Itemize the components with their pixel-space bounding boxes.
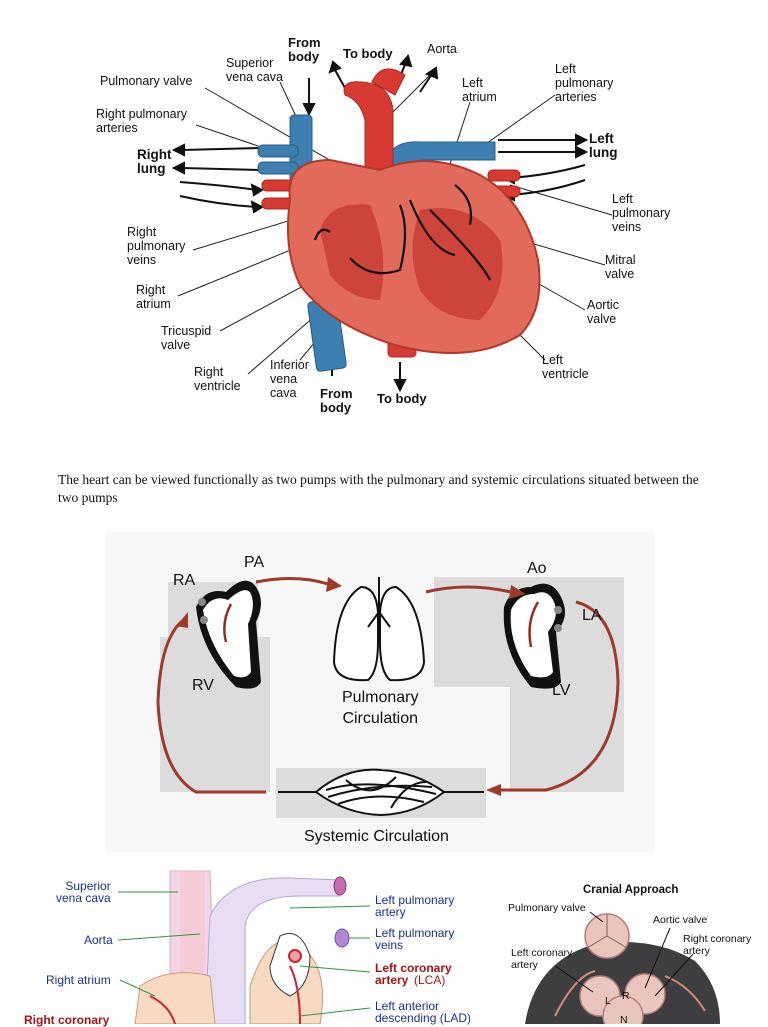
coronary-label-right-coronary: Right coronary xyxy=(24,1013,110,1027)
coronary-label-lad: Left anterior descending (LAD) xyxy=(375,999,472,1025)
circulation-arrows xyxy=(156,576,620,794)
label-to-body-bottom: To body xyxy=(377,391,427,406)
coronary-anatomy-figure: Superior vena cava Aorta Right atrium Ri… xyxy=(0,866,480,1027)
label-left-lung: Left lung xyxy=(589,131,618,160)
coronary-label-svc: Superior vena cava xyxy=(56,879,111,905)
label-aorta: Aorta xyxy=(427,42,457,56)
cranial-label-r: R xyxy=(622,990,630,1002)
cranial-label-pulmonary-valve: Pulmonary valve xyxy=(508,902,586,914)
label-left-atrium: Left atrium xyxy=(462,76,497,104)
cranial-label-right-coronary-artery: Right coronary artery xyxy=(683,933,752,957)
label-systemic-circulation: Systemic Circulation xyxy=(304,828,449,845)
coronary-illustration xyxy=(117,870,371,1024)
label-from-body-bottom: From body xyxy=(320,386,353,415)
lungs-icon xyxy=(332,577,426,682)
inner-flow-curves xyxy=(313,184,491,281)
label-mitral-valve: Mitral valve xyxy=(605,253,636,281)
cranial-label-left-coronary-artery: Left coronary artery xyxy=(511,947,573,971)
cranial-label-aortic-valve: Aortic valve xyxy=(653,914,708,926)
heart-anatomy-figure: Pulmonary valve Superior vena cava From … xyxy=(0,0,768,440)
label-to-body-top: To body xyxy=(343,46,393,61)
coronary-label-left-pulmonary-artery: Left pulmonary artery xyxy=(375,893,455,919)
two-pump-diagram: RA PA RV Ao LA LV Pulmonary Circulation … xyxy=(106,532,654,852)
coronary-leader-lines xyxy=(117,891,371,1017)
label-right-atrium: Right atrium xyxy=(136,283,171,311)
label-pa: PA xyxy=(244,554,265,571)
label-right-lung: Right lung xyxy=(137,147,172,176)
label-la: LA xyxy=(582,607,602,624)
cranial-leader-lines xyxy=(554,911,694,997)
label-from-body-top: From body xyxy=(288,35,321,64)
cranial-label-l: L xyxy=(605,995,611,1007)
label-tricuspid-valve: Tricuspid valve xyxy=(161,324,212,352)
cranial-label-n: N xyxy=(620,1014,628,1026)
right-heart-pump xyxy=(196,580,261,689)
coronary-label-left-pulmonary-veins: Left pulmonary veins xyxy=(375,926,455,952)
label-right-pulmonary-veins: Right pulmonary veins xyxy=(127,225,186,267)
label-ao: Ao xyxy=(527,560,547,577)
pump-diagram-graphic xyxy=(156,576,624,818)
label-left-ventricle: Left ventricle xyxy=(542,353,589,381)
label-aortic-valve: Aortic valve xyxy=(587,298,619,326)
label-right-pulmonary-arteries: Right pulmonary arteries xyxy=(96,107,188,135)
caption-text: The heart can be viewed functionally as … xyxy=(58,472,699,505)
coronary-label-aorta: Aorta xyxy=(84,933,113,947)
label-pulmonary-valve: Pulmonary valve xyxy=(100,74,193,88)
circulation-arrowheads xyxy=(176,577,526,796)
label-pulmonary-circulation: Pulmonary Circulation xyxy=(342,689,419,727)
coronary-label-lca-abbrev: (LCA) xyxy=(414,973,446,987)
label-right-ventricle: Right ventricle xyxy=(194,365,241,393)
coronary-label-left-coronary-artery: Left coronary artery xyxy=(375,961,452,987)
coronary-label-right-atrium: Right atrium xyxy=(46,973,111,987)
label-ra: RA xyxy=(173,572,196,589)
cranial-valve-illustration xyxy=(525,911,720,1024)
heart-illustration xyxy=(171,53,613,393)
label-left-pulmonary-arteries: Left pulmonary arteries xyxy=(555,62,614,104)
label-left-pulmonary-veins: Left pulmonary veins xyxy=(612,192,671,234)
label-superior-vena-cava: Superior vena cava xyxy=(226,56,283,84)
label-inferior-vena-cava: Inferior vena cava xyxy=(270,358,309,400)
label-rv: RV xyxy=(192,677,214,694)
cranial-approach-figure: Cranial Approach Pulmonary valve Aortic … xyxy=(495,876,768,1026)
label-lv: LV xyxy=(552,682,571,699)
systemic-capillary-bed xyxy=(278,768,484,817)
left-heart-pump xyxy=(503,583,565,689)
cranial-title: Cranial Approach xyxy=(583,884,679,896)
